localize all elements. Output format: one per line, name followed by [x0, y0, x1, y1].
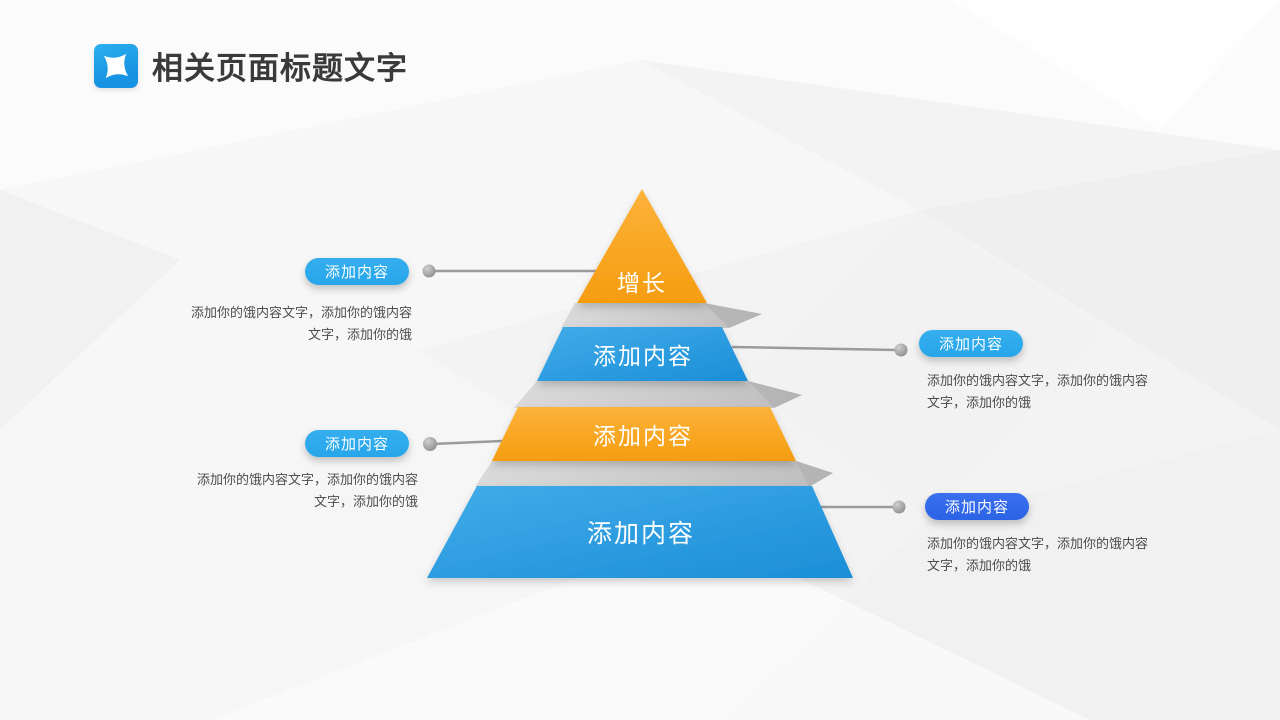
callout-desc-right-2: 添加你的饿内容文字，添加你的饿内容 文字，添加你的饿 [927, 533, 1177, 577]
pyramid-level-2-label: 添加内容 [593, 343, 693, 369]
connector-dot-right-2 [892, 500, 906, 514]
bg-facet [0, 60, 920, 430]
desc-line: 文字，添加你的饿 [927, 558, 1032, 573]
pyramid-level-1-shape[interactable] [577, 189, 707, 303]
pyramid-level-4-shape[interactable] [427, 486, 853, 578]
fold-band-3-dark [796, 461, 833, 487]
pyramid-level-3-label: 添加内容 [593, 423, 693, 449]
connector-line-right-1 [731, 345, 901, 352]
connector-dot-right-1 [894, 343, 908, 357]
callout-desc-left-1: 添加你的饿内容文字，添加你的饿内容 文字，添加你的饿 [178, 302, 412, 346]
pyramid-level-2-shape[interactable] [537, 327, 748, 381]
star-glyph [103, 53, 129, 79]
desc-line: 文字，添加你的饿 [927, 395, 1032, 410]
bg-facet [950, 0, 1280, 130]
desc-line: 添加你的饿内容文字，添加你的饿内容 [190, 305, 412, 320]
desc-line: 文字，添加你的饿 [307, 327, 412, 342]
connector-dot-left-2 [423, 437, 437, 451]
callout-pill-left-1[interactable]: 添加内容 [305, 258, 410, 285]
desc-line: 添加你的饿内容文字，添加你的饿内容 [196, 472, 418, 487]
fold-band-2-dark [748, 381, 802, 408]
pyramid-level-1-label: 增长 [617, 270, 667, 296]
pyramid-level-4-label: 添加内容 [586, 520, 696, 548]
desc-line: 添加你的饿内容文字，添加你的饿内容 [927, 373, 1149, 388]
fold-band-1-dark [704, 303, 762, 328]
callout-pill-left-2[interactable]: 添加内容 [305, 430, 410, 457]
bg-facet [740, 210, 1100, 520]
connector-dot-left-1 [422, 264, 436, 278]
star-badge-icon [94, 44, 138, 88]
pyramid-level-3-shape[interactable] [492, 407, 796, 461]
bg-facet [0, 0, 1280, 190]
callout-pill-right-2[interactable]: 添加内容 [925, 493, 1030, 520]
fold-band-3 [475, 461, 833, 487]
callout-desc-left-2: 添加你的饿内容文字，添加你的饿内容 文字，添加你的饿 [184, 469, 418, 513]
desc-line: 添加你的饿内容文字，添加你的饿内容 [927, 536, 1149, 551]
desc-line: 文字，添加你的饿 [313, 494, 418, 509]
callout-desc-right-1: 添加你的饿内容文字，添加你的饿内容 文字，添加你的饿 [927, 370, 1177, 414]
connector-line-left-2 [430, 439, 504, 446]
callout-pill-right-1[interactable]: 添加内容 [919, 330, 1024, 357]
page-title: 相关页面标题文字 [152, 51, 408, 86]
fold-band-2 [514, 381, 802, 408]
bg-facet [0, 190, 180, 430]
bg-facet [920, 150, 1280, 430]
bg-facet [210, 530, 1090, 720]
